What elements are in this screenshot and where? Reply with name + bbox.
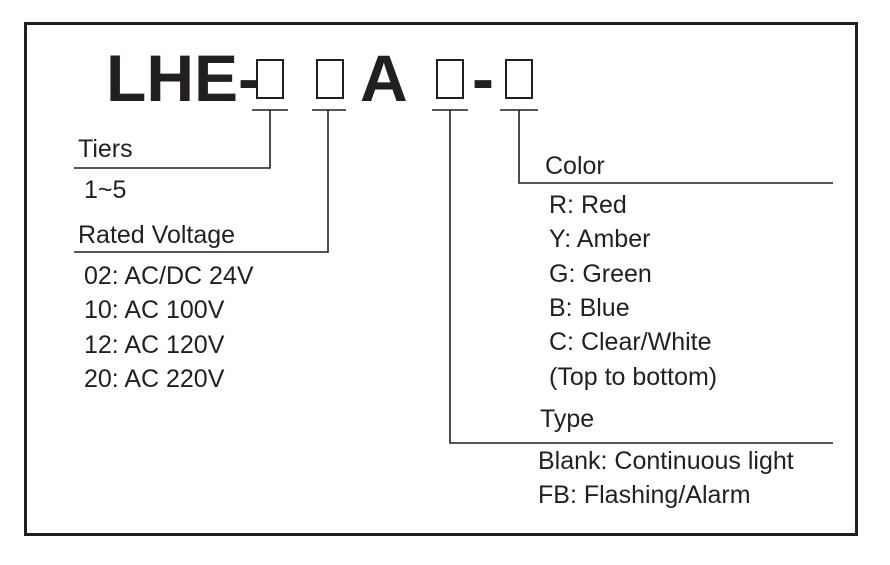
rated-voltage-option: 10: AC 100V (84, 296, 225, 324)
model-code-dash: - (472, 41, 494, 115)
color-option: C: Clear/White (549, 328, 712, 356)
type-title: Type (540, 405, 595, 433)
rated-voltage-option: 12: AC 120V (84, 331, 225, 359)
tiers-title: Tiers (78, 135, 133, 163)
tiers-option: 1~5 (84, 176, 127, 204)
color-option: R: Red (549, 191, 627, 219)
rated-voltage-title: Rated Voltage (78, 221, 236, 249)
diagram-frame (24, 22, 858, 536)
voltage-code-box (316, 59, 344, 99)
color-title: Color (545, 152, 605, 180)
tiers-leader-line (74, 110, 271, 169)
type-option: FB: Flashing/Alarm (538, 481, 751, 509)
type-code-box (436, 59, 464, 99)
model-code-letter-a: A (360, 41, 408, 115)
color-option: Y: Amber (549, 225, 651, 253)
voltage-leader-line (74, 110, 329, 253)
rated-voltage-option: 02: AC/DC 24V (84, 262, 254, 290)
rated-voltage-option: 20: AC 220V (84, 365, 225, 393)
color-code-box (505, 59, 533, 99)
color-leader-line (518, 110, 833, 184)
tiers-code-box (256, 59, 284, 99)
type-leader-line (449, 110, 833, 444)
color-option: B: Blue (549, 294, 630, 322)
model-code-prefix: LHE- (106, 41, 260, 115)
color-note: (Top to bottom) (549, 363, 718, 391)
color-option: G: Green (549, 260, 652, 288)
type-option: Blank: Continuous light (538, 447, 794, 475)
